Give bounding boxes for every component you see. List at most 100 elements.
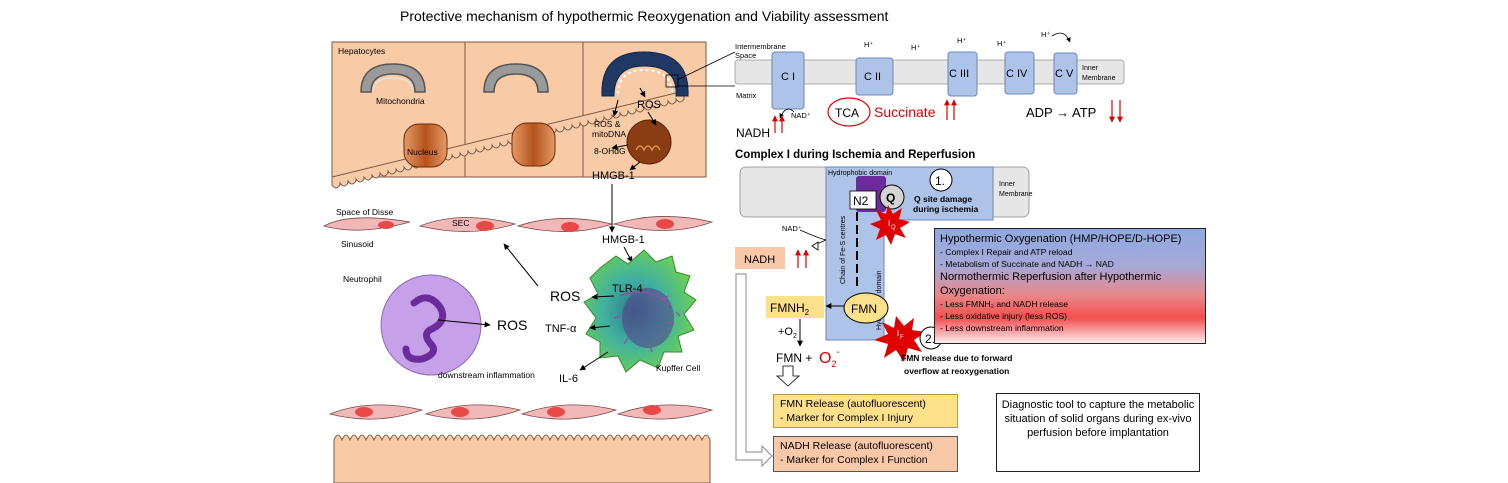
endothelial-row-2 — [328, 404, 714, 420]
kupffer-ros-label: ROS — [550, 288, 580, 304]
ci-inner-label-2: Membrane — [999, 191, 1033, 198]
oxy-heading-1: Hypothermic Oxygenation (HMP/HOPE/D-HOPE… — [940, 233, 1182, 245]
step1-label-2: during ischemia — [913, 204, 978, 214]
hplus-2: H⁺ — [911, 43, 920, 52]
hplus-5: H⁺ — [1041, 30, 1050, 39]
ohdg-label: 8-OHdG — [594, 146, 626, 156]
oxy-item-4: - Less oxidative injury (less ROS) — [940, 311, 1068, 321]
svg-text:C III: C III — [949, 68, 969, 80]
fmn-ellipse — [843, 292, 889, 324]
iq-star-icon — [870, 205, 910, 245]
arrow-ros-sec — [503, 243, 539, 287]
connector-mito-ci — [676, 51, 736, 81]
page-title: Protective mechanism of hypothermic Reox… — [400, 8, 889, 24]
svg-text:C V: C V — [1055, 68, 1074, 80]
neutrophil-label: Neutrophil — [343, 274, 382, 284]
ci-nadh-box — [735, 247, 785, 269]
step1-label-1: Q site damage — [914, 194, 972, 204]
sinusoid-label: Sinusoid — [341, 239, 374, 249]
svg-text:C IV: C IV — [1006, 68, 1028, 80]
arrow-nucleus-ohdg — [611, 144, 629, 150]
etc-inner-label-1: Inner — [1082, 65, 1099, 72]
tca-circle — [827, 97, 871, 127]
mitochondria-label: Mitochondria — [376, 96, 425, 106]
hplus-3: H⁺ — [957, 36, 966, 45]
diagnostic-text: Diagnostic tool to capture the metabolic… — [1001, 399, 1195, 439]
nadh-release-line-1: NADH Release (autofluorescent) — [780, 440, 933, 452]
arrow-ros-nucleus — [647, 111, 657, 126]
fmn-release-box: FMN Release (autofluorescent) - Marker f… — [773, 394, 958, 428]
n2-label: N2 — [853, 194, 869, 208]
ci-nadh-hollow-arrow — [811, 241, 819, 251]
arrow-kupffer-ros — [591, 293, 615, 300]
step1-circle — [929, 168, 953, 192]
il6-label: IL-6 — [559, 373, 578, 385]
q-label: Q — [886, 191, 895, 205]
nucleus-icon-3 — [626, 119, 672, 165]
fes-chain-label: Chain of Fe-S centres — [840, 215, 847, 284]
fmn-release-line-1: FMN Release (autofluorescent) — [780, 398, 926, 410]
arrow-mito-mitodna — [612, 99, 619, 117]
ros-mitodna-label-1: ROS & — [594, 119, 621, 129]
tlr4-label: TLR-4 — [612, 283, 643, 295]
damaged-mitochondria-icon — [601, 51, 689, 97]
endothelial-row-1 — [322, 216, 714, 232]
hmgb1-top-label: HMGB-1 — [592, 170, 635, 182]
adp-atp-label: ADP → ATP — [1026, 105, 1096, 120]
iq-sub: Q — [891, 225, 896, 231]
oxy-item-3: - Less FMNH₂ and NADH release — [940, 299, 1068, 309]
complex-5: C V — [1053, 52, 1078, 95]
oxy-heading-2a: Normothermic Reperfusion after Hypotherm… — [940, 271, 1162, 283]
svg-text:C I: C I — [781, 71, 795, 83]
oxy-item-1: - Complex I Repair and ATP reload — [940, 247, 1073, 257]
arrow-hmgb1-tlr — [623, 246, 633, 263]
hplus-return-arrow — [1051, 32, 1071, 43]
nadh-release-hollow-arrow — [735, 273, 773, 468]
intermembrane-label-1: Intermembrane — [735, 42, 786, 51]
fmn-plus-label: FMN + — [776, 351, 812, 365]
if-sub: F — [900, 335, 904, 341]
nucleus-icon-2 — [511, 122, 556, 167]
svg-text:C II: C II — [864, 71, 881, 83]
hydrophobic-label: Hydrophobic domain — [828, 170, 892, 177]
complex-2: C II — [855, 57, 894, 96]
oxygenation-box: Hypothermic Oxygenation (HMP/HOPE/D-HOPE… — [934, 228, 1206, 344]
downstream-label: downstream inflammation — [438, 370, 535, 380]
complex-1: C I — [771, 51, 805, 110]
etc-nad-label: NAD⁺ — [791, 111, 811, 120]
ros-mitodna-label-2: mitoDNA — [592, 129, 626, 139]
nucleus-label: Nucleus — [407, 147, 438, 157]
nadh-release-line-2: - Marker for Complex I Function — [780, 454, 928, 466]
neutrophil-cell — [380, 274, 491, 376]
intermembrane-label-2: Space — [735, 51, 756, 60]
plus-o2-label: +O2 — [778, 326, 797, 340]
ci-nad-label: NAD⁺ — [782, 224, 802, 233]
ci-nadh-label: NADH — [744, 254, 775, 266]
tca-label: TCA — [835, 106, 859, 120]
diagnostic-box: Diagnostic tool to capture the metabolic… — [996, 393, 1200, 472]
step2-number: 2. — [925, 332, 935, 346]
arrow-nucleus-hmgb1 — [629, 161, 641, 171]
etc-nadh-label: NADH — [736, 126, 770, 140]
nadh-release-box: NADH Release (autofluorescent) - Marker … — [773, 436, 958, 472]
if-label: I — [897, 329, 899, 338]
sec-label: SEC — [452, 218, 469, 228]
complex-3: C III — [947, 51, 978, 97]
fmn-label: FMN — [851, 302, 877, 316]
mitochondria-icon — [360, 63, 426, 93]
space-of-disse-label: Space of Disse — [336, 207, 393, 217]
fmn-release-hollow-arrow — [775, 365, 801, 387]
oxy-heading-2b: Oxygenation: — [940, 285, 1005, 297]
step2-label-1: FMN release due to forward — [901, 353, 1012, 363]
step1-number: 1. — [935, 174, 945, 188]
ci-nad-arrow — [799, 229, 827, 241]
n2-box — [849, 190, 877, 210]
hepatocytes-label: Hepatocytes — [338, 46, 385, 56]
hepatocyte-row-bottom — [333, 434, 711, 483]
hplus-4: H⁺ — [997, 39, 1006, 48]
tnf-label: TNF-α — [545, 323, 577, 335]
kupffer-cell — [583, 249, 697, 373]
ci-inner-label-1: Inner — [999, 181, 1016, 188]
nucleus-icon — [403, 123, 448, 168]
